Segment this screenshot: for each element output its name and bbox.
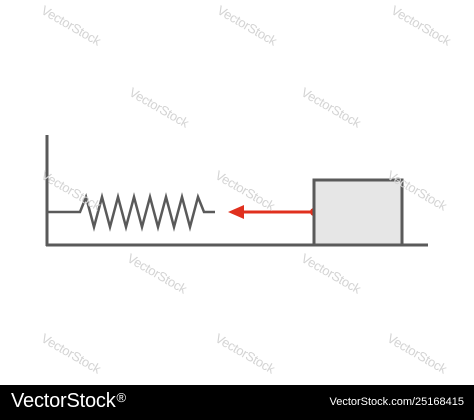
footer-bar: VectorStock® VectorStock.com/25168415 — [0, 385, 474, 420]
spring — [47, 192, 215, 232]
block — [312, 178, 404, 247]
brand-name: VectorStock — [11, 390, 116, 412]
brand-logo: VectorStock® — [11, 390, 126, 413]
image-id-text: VectorStock.com/25168415 — [329, 396, 464, 408]
registered-mark: ® — [116, 390, 127, 405]
force-arrow-head — [228, 205, 244, 219]
